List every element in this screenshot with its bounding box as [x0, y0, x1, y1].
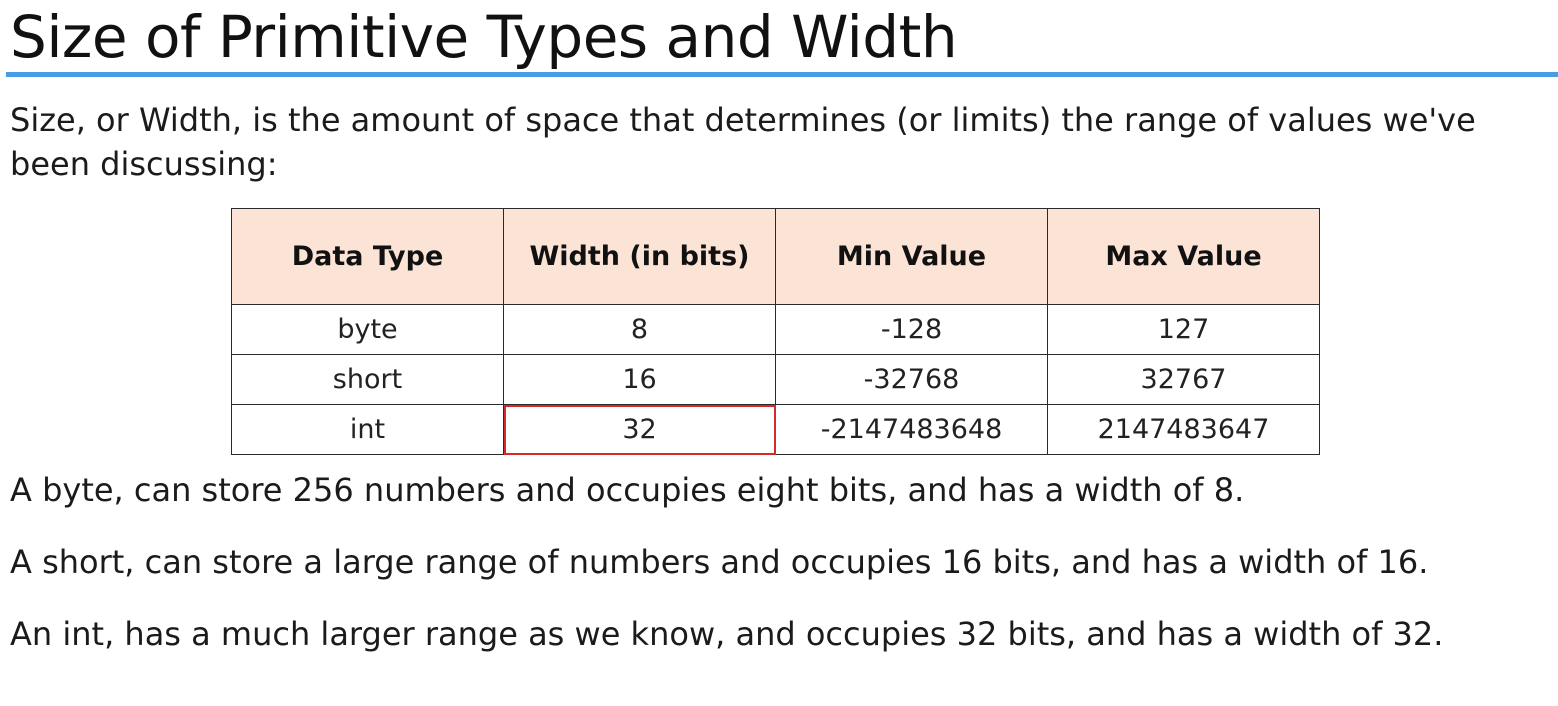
- short-paragraph: A short, can store a large range of numb…: [10, 543, 1429, 581]
- table-header-row: Data Type Width (in bits) Min Value Max …: [231, 208, 1320, 305]
- int-paragraph: An int, has a much larger range as we kn…: [10, 615, 1444, 653]
- cell-type: short: [231, 354, 504, 405]
- cell-max: 127: [1047, 304, 1320, 355]
- title-underline: [6, 72, 1558, 77]
- cell-max: 32767: [1047, 354, 1320, 405]
- cell-min: -128: [775, 304, 1048, 355]
- header-data-type: Data Type: [231, 208, 504, 305]
- header-width: Width (in bits): [503, 208, 776, 305]
- cell-min: -32768: [775, 354, 1048, 405]
- cell-width: 8: [503, 304, 776, 355]
- page-title: Size of Primitive Types and Width: [10, 3, 958, 71]
- primitive-types-table: Data Type Width (in bits) Min Value Max …: [231, 208, 1320, 455]
- cell-max: 2147483647: [1047, 404, 1320, 455]
- byte-paragraph: A byte, can store 256 numbers and occupi…: [10, 471, 1245, 509]
- cell-type: int: [231, 404, 504, 455]
- cell-width: 16: [503, 354, 776, 405]
- header-min-value: Min Value: [775, 208, 1048, 305]
- header-max-value: Max Value: [1047, 208, 1320, 305]
- intro-paragraph: Size, or Width, is the amount of space t…: [10, 101, 1476, 183]
- cell-width-highlighted: 32: [503, 404, 776, 455]
- cell-min: -2147483648: [775, 404, 1048, 455]
- table-row: short 16 -32768 32767: [231, 354, 1320, 405]
- cell-type: byte: [231, 304, 504, 355]
- table-row: int 32 -2147483648 2147483647: [231, 404, 1320, 455]
- table-row: byte 8 -128 127: [231, 304, 1320, 355]
